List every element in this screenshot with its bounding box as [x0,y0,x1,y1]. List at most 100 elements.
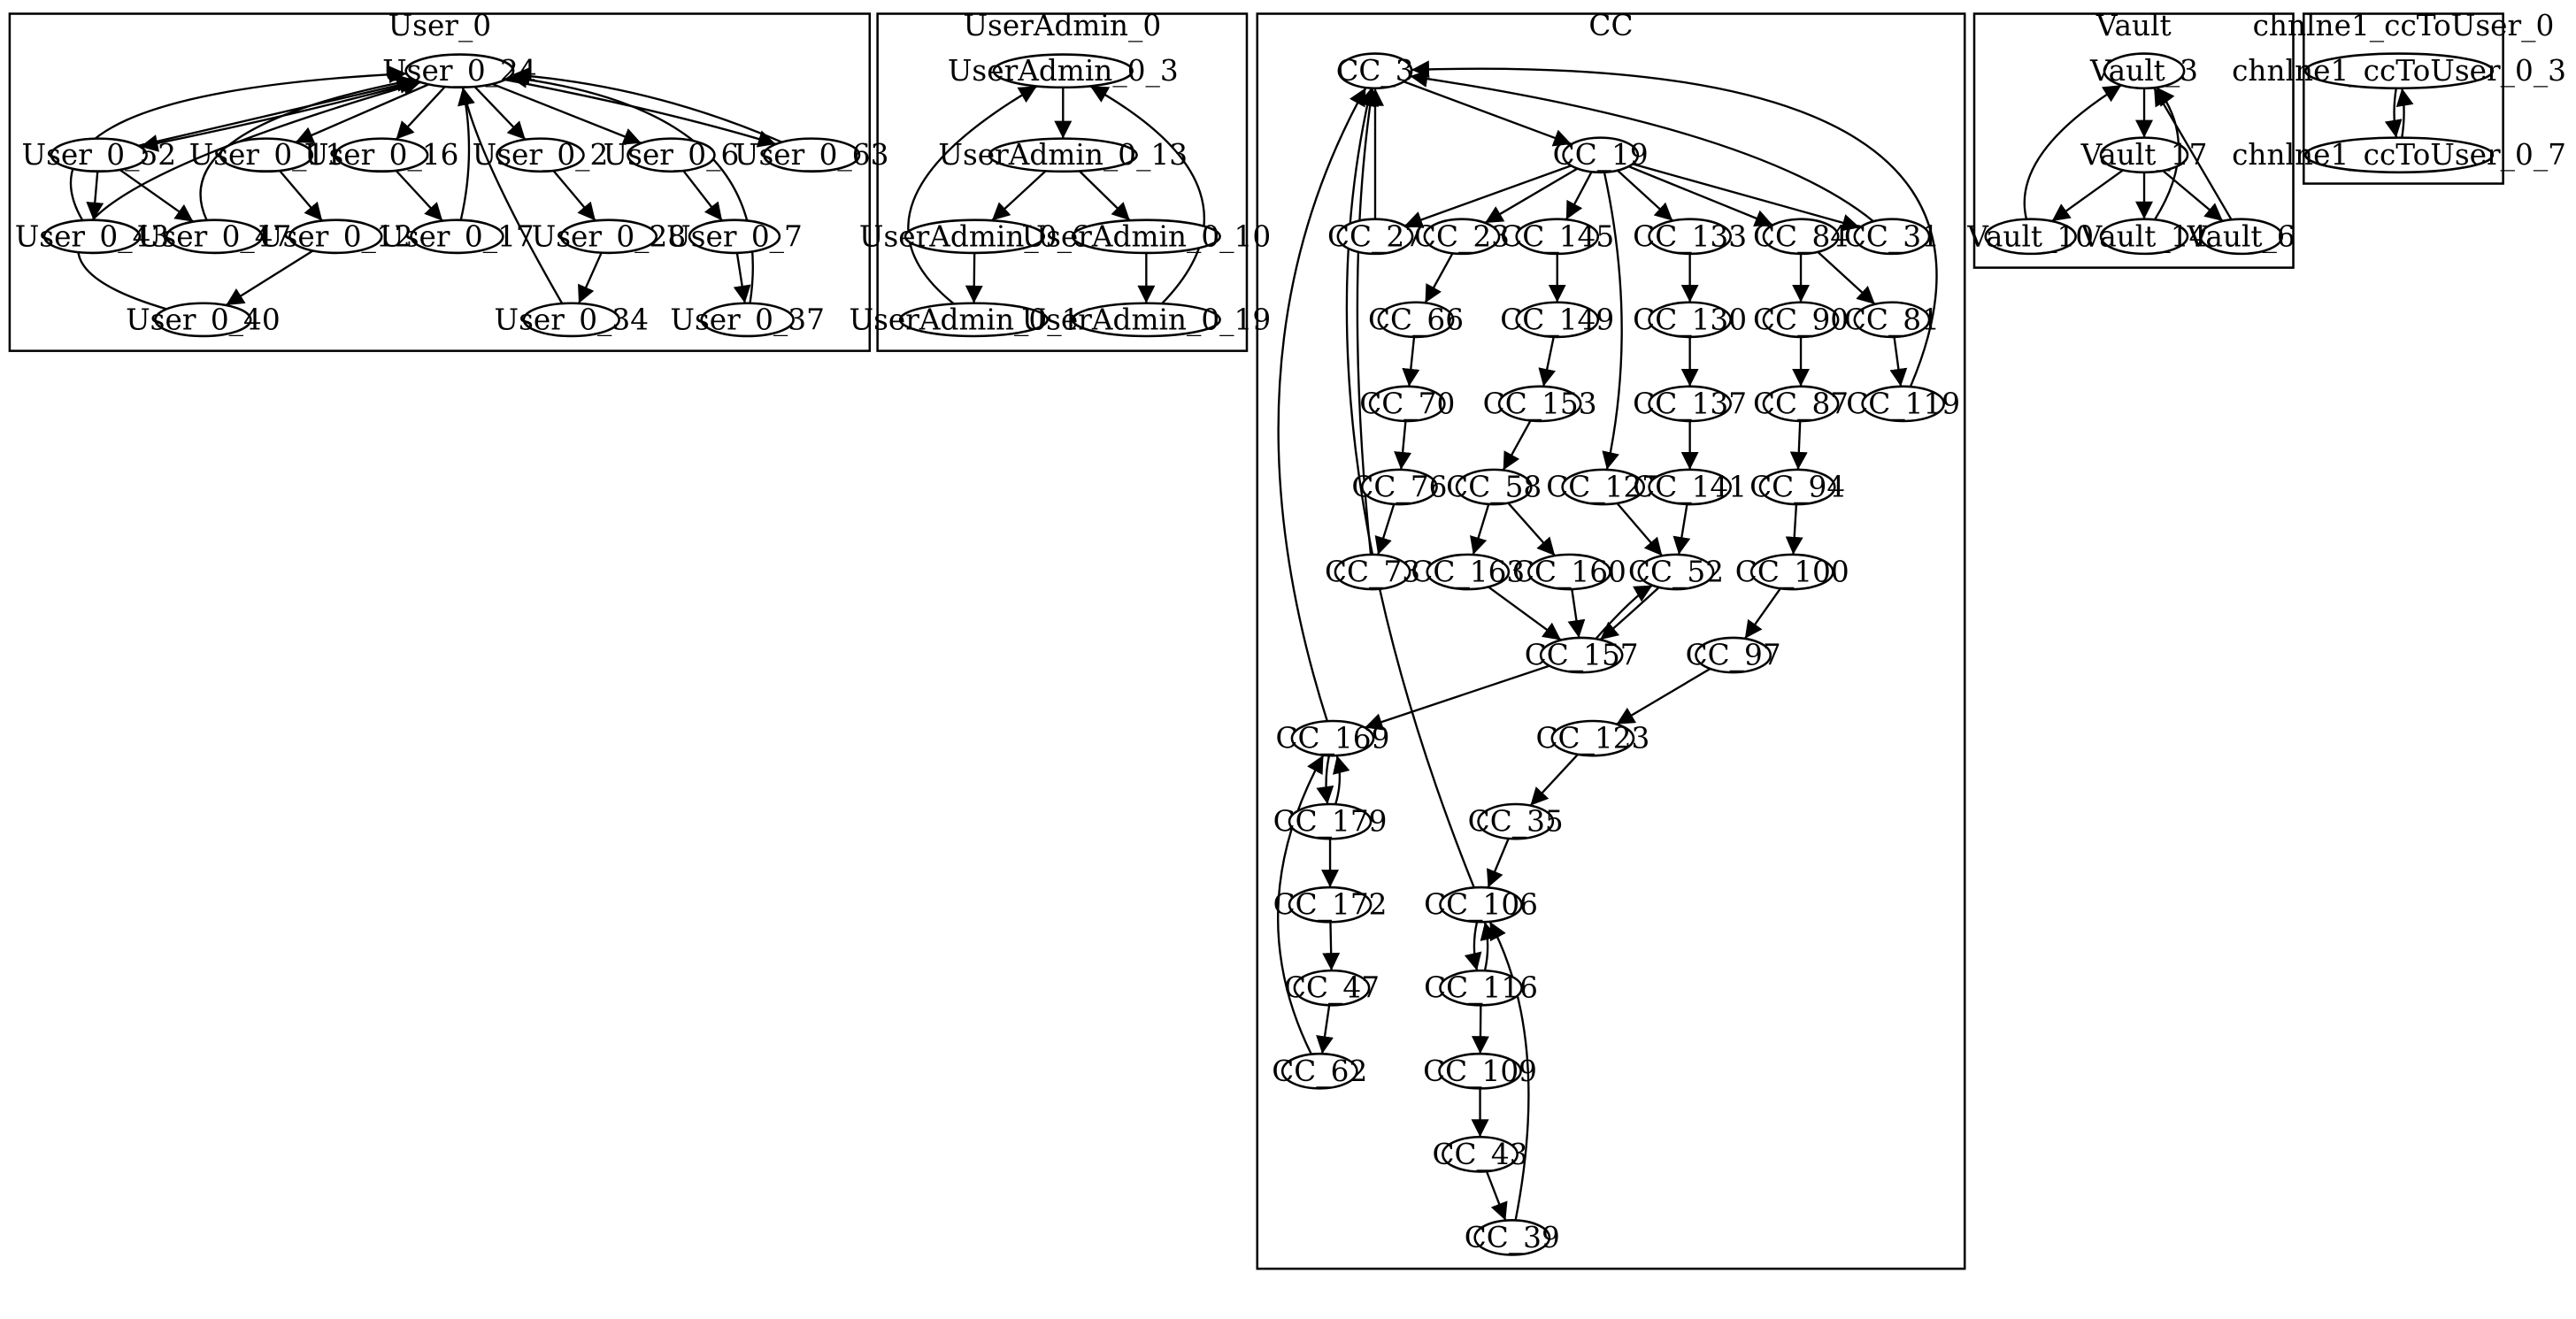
edge-cc-116-to-cc-106 [1480,921,1498,971]
edge-cc-81-to-cc-119 [1889,336,1908,387]
node-ellipse [1334,553,1411,591]
node-cc-84: CC_84 [1753,218,1849,256]
node-ellipse [2303,52,2495,90]
node-ellipse [1336,218,1414,256]
node-user-0-7: User_0_7 [666,219,803,254]
node-user-0-47: User_0_47 [137,219,291,254]
edge-cc-116-to-cc-109 [1471,1005,1489,1054]
node-cc-179: CC_179 [1273,802,1387,840]
node-user-0-16: User_0_16 [304,137,459,173]
edge-cc-43-to-cc-39 [1485,1170,1508,1222]
cluster-label: User_0 [388,9,492,43]
node-cc-39: CC_39 [1465,1219,1560,1256]
node-ellipse [1439,969,1523,1007]
node-useradmin-0-13: UserAdmin_0_13 [938,137,1188,173]
edge-chnl-7-to-chnl-3 [2395,88,2414,138]
cluster-label: UserAdmin_0 [963,9,1161,43]
node-label: CC_116 [1424,971,1538,1006]
node-ellipse [627,137,716,173]
edge-cc-100-to-cc-97 [1743,587,1781,640]
edge-vault-17-to-vault-10 [2051,169,2124,222]
node-label: User_0_2 [473,138,609,173]
node-label: Vault_6 [2187,219,2295,254]
node-vault-3: Vault_3 [2089,52,2198,90]
edge-cc-169-to-cc-3 [1277,87,1367,722]
node-cc-27: CC_27 [1327,218,1423,256]
node-label: User_0_40 [126,303,281,337]
node-ellipse [1648,468,1732,506]
node-ellipse [1539,636,1624,674]
node-ellipse [1477,802,1555,840]
node-cc-43: CC_43 [1433,1135,1528,1173]
node-user-0-2: User_0_2 [473,137,609,173]
edge-cc-179-to-cc-169 [1333,755,1350,805]
node-ellipse [1071,219,1221,255]
edge-user-0-52-to-user-0-47 [119,168,195,223]
node-useradmin-0-6: UserAdmin_0_6 [859,219,1090,254]
edge-user-0-2-to-user-0-28 [552,170,596,222]
node-ellipse [1749,553,1834,591]
node-ellipse [496,137,585,173]
node-ellipse [42,219,142,255]
node-label: CC_133 [1633,219,1747,254]
edge-user-0-40-to-user-0-24 [77,78,421,311]
node-ellipse [1368,385,1446,423]
edge-cc-31-to-cc-3 [1410,70,1874,223]
node-cc-35: CC_35 [1468,802,1564,840]
node-user-0-17: User_0_17 [380,219,534,254]
node-label: CC_87 [1753,387,1849,421]
edge-cc-39-to-cc-106 [1488,921,1530,1221]
node-label: CC_19 [1553,138,1649,173]
edge-cc-169-to-cc-179 [1316,755,1334,805]
node-cc-52: CC_52 [1628,553,1724,591]
edge-user-0-24-to-user-0-2 [473,86,527,141]
edge-cc-106-to-cc-116 [1464,921,1482,971]
node-ellipse [334,137,429,173]
node-label: CC_3 [1336,54,1413,88]
node-user-0-6: User_0_6 [604,137,739,173]
node-chnl-3: chnlne1_ccToUser_0_3 [2232,52,2566,90]
node-ellipse [1762,218,1840,256]
node-cc-70: CC_70 [1359,385,1455,423]
node-ellipse [1290,719,1375,757]
node-ellipse [1648,218,1732,256]
edge-useradmin-0-13-to-useradmin-0-6 [991,170,1047,222]
node-cc-133: CC_133 [1633,218,1747,256]
node-vault-14: Vault_14 [2080,218,2207,256]
node-ellipse [2099,136,2189,174]
node-label: CC_23 [1414,219,1510,254]
node-user-0-63: User_0_63 [734,137,888,173]
node-label: chnlne1_ccToUser_0_7 [2232,138,2566,173]
node-ellipse [559,219,658,255]
edge-user-0-7-to-user-0-37 [733,252,751,303]
node-ellipse [1562,136,1640,174]
node-ellipse [1637,553,1715,591]
node-label: CC_62 [1272,1054,1367,1089]
node-label: User_0_52 [22,138,177,173]
node-ellipse [763,137,861,173]
node-cc-100: CC_100 [1735,553,1849,591]
node-ellipse [410,219,504,255]
edge-user-0-6-to-user-0-7 [682,170,723,222]
node-label: CC_153 [1483,387,1597,421]
node-label: CC_43 [1433,1138,1528,1172]
node-user-0-11: User_0_11 [189,137,343,173]
node-ellipse [700,302,795,338]
node-ellipse [688,219,781,255]
node-label: Vault_10 [1966,219,2094,254]
node-label: CC_47 [1284,971,1380,1006]
node-label: User_0_16 [304,138,459,173]
node-useradmin-0-3: UserAdmin_0_3 [948,53,1179,88]
edge-user-0-34-to-user-0-24 [458,87,564,304]
edge-cc-47-to-cc-62 [1316,1005,1334,1054]
node-ellipse [1648,301,1732,339]
edge-cc-127-to-cc-52 [1616,502,1664,557]
edge-chnl-3-to-chnl-7 [2384,88,2403,138]
node-vault-10: Vault_10 [1966,218,2094,256]
node-cc-94: CC_94 [1749,468,1845,506]
node-label: CC_137 [1633,387,1747,421]
edge-user-0-24-to-user-0-63 [504,78,777,148]
edge-cc-141-to-cc-52 [1672,503,1691,556]
node-label: CC_106 [1424,888,1538,923]
edge-cc-70-to-cc-76 [1394,420,1412,470]
